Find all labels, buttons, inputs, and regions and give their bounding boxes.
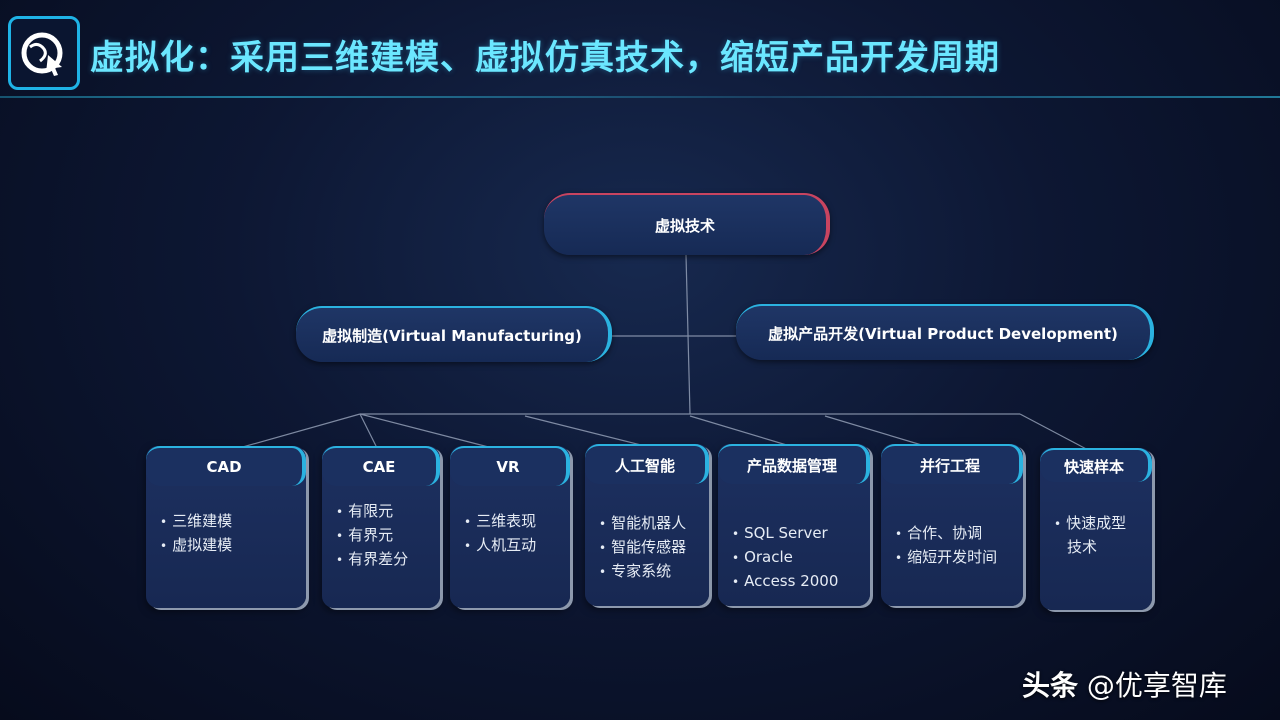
header-divider	[0, 96, 1280, 98]
list-item: 技术	[1067, 538, 1098, 556]
root-node: 虚拟技术	[544, 193, 830, 255]
card-title: VR	[450, 446, 570, 486]
list-item: 快速成型	[1054, 512, 1146, 536]
card-list: 三维表现 人机互动	[464, 510, 564, 558]
globe-cursor-icon	[21, 32, 63, 76]
header-bar: 虚拟化：采用三维建模、虚拟仿真技术，缩短产品开发周期	[0, 0, 1280, 96]
card-list: SQL Server Oracle Access 2000	[732, 522, 864, 594]
card-concurrent-engineering: 并行工程 合作、协调 缩短开发时间	[881, 444, 1023, 606]
branch-node-virtual-manufacturing: 虚拟制造(Virtual Manufacturing)	[296, 306, 612, 362]
list-item: 有界元	[336, 524, 434, 548]
list-item: 缩短开发时间	[895, 546, 1017, 570]
list-item: 有限元	[336, 500, 434, 524]
list-item: 三维建模	[160, 510, 300, 534]
list-item: 智能机器人	[599, 512, 703, 536]
card-ai: 人工智能 智能机器人 智能传感器 专家系统	[585, 444, 709, 606]
card-list: 有限元 有界元 有界差分	[336, 500, 434, 572]
watermark-brand: 头条	[1022, 669, 1079, 702]
card-vr: VR 三维表现 人机互动	[450, 446, 570, 608]
list-item: 合作、协调	[895, 522, 1017, 546]
card-title: 人工智能	[585, 444, 709, 484]
list-item: 虚拟建模	[160, 534, 300, 558]
card-list: 合作、协调 缩短开发时间	[895, 522, 1017, 570]
list-item: 专家系统	[599, 560, 703, 584]
list-item: 有界差分	[336, 548, 434, 572]
watermark-handle: @优享智库	[1086, 669, 1227, 702]
card-title: 并行工程	[881, 444, 1023, 484]
card-list: 智能机器人 智能传感器 专家系统	[599, 512, 703, 584]
card-title: CAE	[322, 446, 440, 486]
list-item: 智能传感器	[599, 536, 703, 560]
card-cad: CAD 三维建模 虚拟建模	[146, 446, 306, 608]
card-list: 快速成型 技术	[1054, 512, 1146, 560]
card-title: CAD	[146, 446, 306, 486]
card-cae: CAE 有限元 有界元 有界差分	[322, 446, 440, 608]
logo	[8, 16, 80, 90]
page-title: 虚拟化：采用三维建模、虚拟仿真技术，缩短产品开发周期	[90, 38, 1000, 78]
card-rapid-prototype: 快速样本 快速成型 技术	[1040, 448, 1152, 610]
card-pdm: 产品数据管理 SQL Server Oracle Access 2000	[718, 444, 870, 606]
card-list: 三维建模 虚拟建模	[160, 510, 300, 558]
list-item: Oracle	[732, 546, 864, 570]
list-item: 人机互动	[464, 534, 564, 558]
card-title: 快速样本	[1040, 448, 1152, 482]
list-item: Access 2000	[732, 570, 864, 594]
card-title: 产品数据管理	[718, 444, 870, 484]
branch-node-virtual-product-development: 虚拟产品开发(Virtual Product Development)	[736, 304, 1154, 360]
list-item: 三维表现	[464, 510, 564, 534]
watermark: 头条 @优享智库	[1022, 664, 1227, 704]
list-item: SQL Server	[732, 522, 864, 546]
